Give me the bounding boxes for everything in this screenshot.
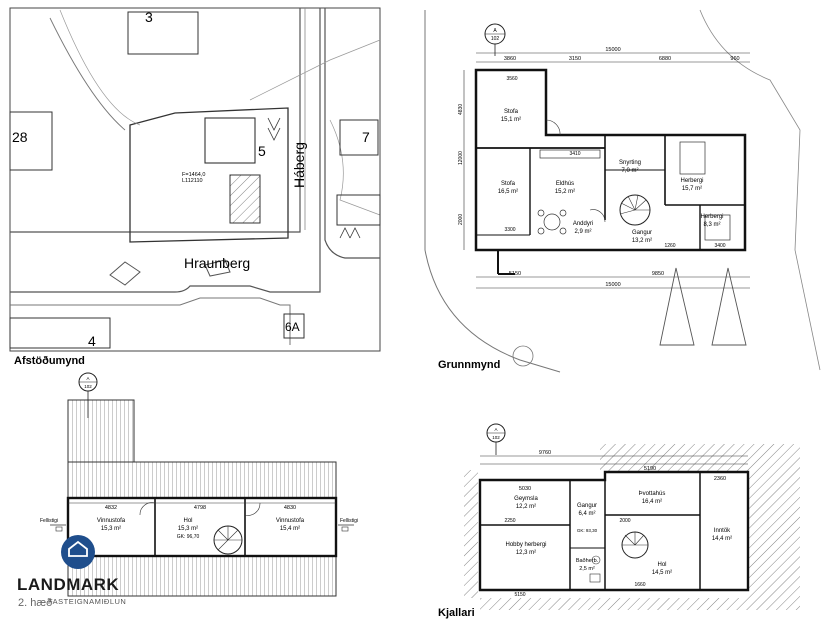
lot-number: 4 xyxy=(88,333,96,349)
upper-caption: 2. hæð xyxy=(18,597,52,609)
room-name: Vinnustofa xyxy=(276,518,305,524)
lot-number: 7 xyxy=(362,129,370,145)
room-name: Herbergi xyxy=(680,178,703,184)
side-label: Fellistigi xyxy=(340,518,358,524)
room-name: Hobby herbergi xyxy=(505,542,546,548)
site-caption: Afstöðumynd xyxy=(14,355,85,367)
basement-caption: Kjallari xyxy=(438,607,475,619)
room-name: Snyrting xyxy=(619,160,641,166)
north-marker-letter: A xyxy=(493,28,497,34)
street-name-side: Háberg xyxy=(291,142,307,188)
room-area: 13,2 m² xyxy=(632,238,652,244)
dimension: 6880 xyxy=(659,56,671,62)
dimension: 9760 xyxy=(539,450,551,456)
logo-wordmark: LANDMARK xyxy=(17,575,119,594)
room-area: 16,4 m² xyxy=(642,499,662,505)
dimension: 1660 xyxy=(634,582,645,588)
north-marker-number: 102 xyxy=(492,435,500,440)
gross-area: GK: 96,70 xyxy=(177,534,200,540)
house-icon xyxy=(61,535,95,569)
ground-caption: Grunnmynd xyxy=(438,359,500,371)
room-name: Gangur xyxy=(577,503,597,509)
room-name: Eldhús xyxy=(556,181,574,187)
room-area: 15,7 m² xyxy=(682,186,702,192)
gross-area: GK: 93,30 xyxy=(577,528,598,533)
room-name: Hol xyxy=(657,562,666,568)
dimension: 9850 xyxy=(652,271,664,277)
north-marker-number: 102 xyxy=(84,384,92,389)
dimension: 2250 xyxy=(504,518,515,524)
room-area: 7,0 m² xyxy=(621,168,638,174)
logo-subtitle: FASTEIGNAMIÐLUN xyxy=(48,597,126,606)
room-name: Stofa xyxy=(504,109,519,115)
room-area: 8,3 m² xyxy=(703,222,720,228)
dimension: 4798 xyxy=(194,505,206,511)
lot-info: L112110 xyxy=(182,178,203,184)
street-name-main: Hraunberg xyxy=(184,255,250,271)
lot-number: 6A xyxy=(285,320,300,334)
dimension: 3410 xyxy=(569,151,580,157)
room-area: 15,2 m² xyxy=(555,189,575,195)
dimension: 1260 xyxy=(664,243,675,249)
room-name: Þvottahús xyxy=(639,491,666,497)
room-name: Herbergi xyxy=(700,214,723,220)
ground-floor-plan: A 102 15000 3860 3150 6880 960 5150 9850… xyxy=(424,9,821,373)
room-name: Geymsla xyxy=(514,496,538,502)
room-area: 15,3 m² xyxy=(101,526,121,532)
lot-info: F=1464,0 xyxy=(182,172,205,178)
dimension: 3300 xyxy=(504,227,515,233)
room-area: 14,4 m² xyxy=(712,536,732,542)
north-marker-letter: A xyxy=(494,427,497,432)
dimension: 5030 xyxy=(519,486,531,492)
room-area: 15,3 m² xyxy=(178,526,198,532)
north-marker-letter: A xyxy=(86,376,89,381)
dimension: 3860 xyxy=(504,56,516,62)
room-name: Inntök xyxy=(714,528,731,534)
brand-logo: LANDMARK FASTEIGNAMIÐLUN xyxy=(17,535,126,606)
site-plan: 3 28 5 7 4 6A F=1464,0 L112110 Hraunberg… xyxy=(9,7,381,367)
room-name: Gangur xyxy=(632,230,652,236)
dimension: 4830 xyxy=(284,505,296,511)
lot-number: 5 xyxy=(258,143,266,159)
room-name: Anddyri xyxy=(573,221,593,227)
dimension: 3150 xyxy=(569,56,581,62)
lot-number: 3 xyxy=(145,9,153,25)
dimension: 15000 xyxy=(605,47,620,53)
room-name: Stofa xyxy=(501,181,516,187)
upper-floor-plan: A 102 4832 4798 4830 Vinnustofa 15,3 m² … xyxy=(18,372,358,609)
dimension: 5190 xyxy=(644,466,656,472)
room-area: 12,2 m² xyxy=(516,504,536,510)
room-area: 6,4 m² xyxy=(578,511,595,517)
dimension: 4832 xyxy=(105,505,117,511)
basement-plan: A 102 9760 5190 5030 2360 Geymsla 12,2 m… xyxy=(438,423,800,619)
room-name: Vinnustofa xyxy=(97,518,126,524)
room-area: 14,5 m² xyxy=(652,570,672,576)
room-area: 12,3 m² xyxy=(516,550,536,556)
dimension: 12000 xyxy=(458,151,464,165)
dimension: 2000 xyxy=(458,214,464,225)
room-area: 2,9 m² xyxy=(574,229,591,235)
dimension: 15000 xyxy=(605,282,620,288)
house-outline-icon xyxy=(68,540,88,557)
dimension: 2000 xyxy=(619,518,630,524)
room-area: 2,5 m² xyxy=(579,566,595,572)
room-area: 15,4 m² xyxy=(280,526,300,532)
dimension: 960 xyxy=(730,56,739,62)
room-area: 16,5 m² xyxy=(498,189,518,195)
room-name: Hol xyxy=(183,518,192,524)
lot-number: 28 xyxy=(12,129,28,145)
dimension: 4830 xyxy=(458,104,464,115)
side-label: Fellistigi xyxy=(40,518,58,524)
dimension: 3400 xyxy=(714,243,725,249)
dimension: 5150 xyxy=(514,592,525,598)
dimension: 2360 xyxy=(714,476,726,482)
dimension: 3560 xyxy=(506,76,517,82)
room-name: Baðherb. xyxy=(576,557,599,564)
north-marker-number: 102 xyxy=(491,36,500,42)
room-area: 15,1 m² xyxy=(501,117,521,123)
